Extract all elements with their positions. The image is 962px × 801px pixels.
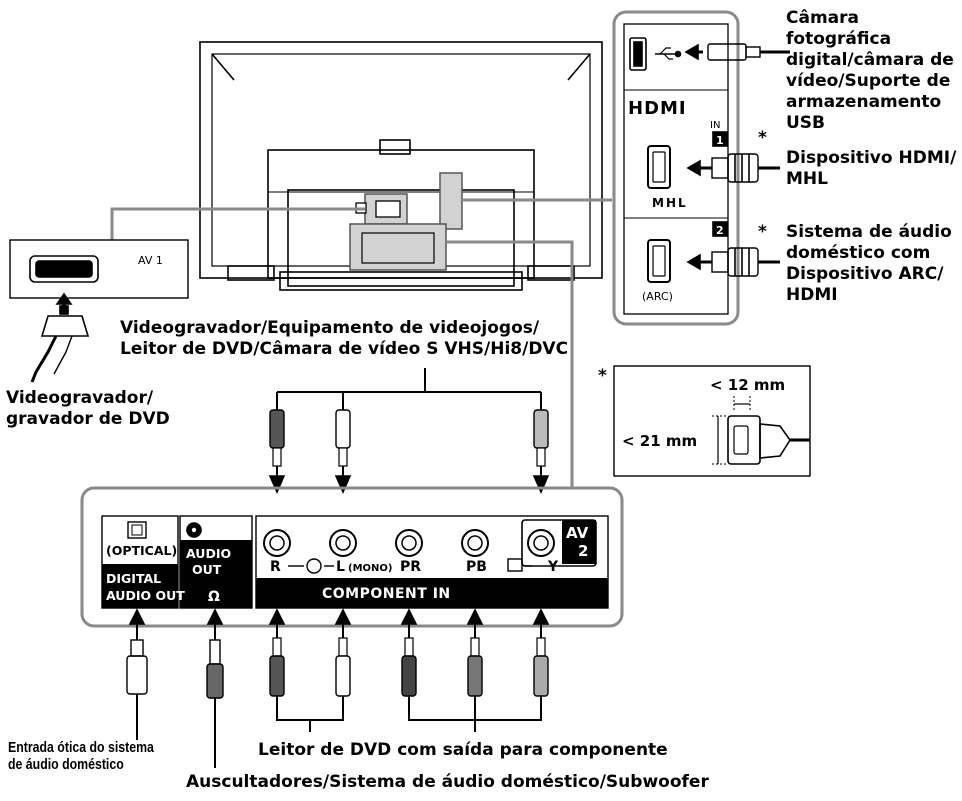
av1-label: AV 1 [138,254,163,267]
asterisk-dimension: * [598,366,607,386]
rca-plug-bot-y [533,637,549,697]
tv-back-outline [199,41,603,291]
rca-plug-bot-r [269,637,285,697]
composite-source-label: Videogravador/Equipamento de videojogos/… [120,318,569,359]
pr-label: PR [400,559,421,575]
audio-label: AUDIO [186,546,231,561]
y-label: Y [547,559,559,575]
out-label: OUT [192,562,222,577]
component-in-label: COMPONENT IN [322,586,451,602]
arc-device-label: Sistema de áudio doméstico com Dispositi… [786,222,952,305]
arc-label: (ARC) [642,290,673,303]
rca-jack-r [263,529,291,557]
hdmi-port-1: 1 [716,134,724,147]
hdmi-mhl-device-label: Dispositivo HDMI/ MHL [786,148,957,189]
rca-jack-y [527,529,555,557]
rca-plug-bot-l [335,637,351,697]
digital-label: DIGITAL [106,571,161,586]
r-label: R [270,559,281,575]
optical-audio-out-label: AUDIO OUT [106,588,185,603]
rca-plug-top-r [269,409,285,476]
headphone-destination-label: Auscultadores/Sistema de áudio doméstico… [186,772,709,792]
asterisk-hdmi-1: * [758,128,767,148]
optical-destination-label: Entrada ótica do sistema de áudio domést… [8,740,154,773]
rca-plug-top-y [533,409,549,476]
av2-number: 2 [578,542,588,560]
usb-device-label: Câmara fotográfica digital/câmara de víd… [786,8,954,133]
component-destination-label: Leitor de DVD com saída para componente [258,740,668,760]
rca-jack-l [329,529,357,557]
scart-source-label: Videogravador/ gravador de DVD [6,388,170,429]
hdmi-logo: HDMI [628,98,687,119]
rca-plug-bot-pb [467,637,483,697]
optical-label: (OPTICAL) [106,543,177,558]
hdmi-in-label: IN [710,120,720,131]
dimension-width: < 12 mm [710,376,785,394]
dimension-height: < 21 mm [622,432,697,450]
rca-plug-top-l [335,409,351,476]
rca-plug-bot-pr [401,637,417,697]
rca-jack-pr [395,529,423,557]
av2-label: AV [566,524,589,542]
l-label: L [336,559,345,575]
hdmi-port-2: 2 [716,224,724,237]
headphone-icon: Ω [208,589,220,605]
asterisk-hdmi-2: * [758,222,767,242]
mhl-label: MHL [652,196,688,210]
mono-label: (MONO) [348,563,392,574]
rca-jack-pb [461,529,489,557]
pb-label: PB [466,559,487,575]
